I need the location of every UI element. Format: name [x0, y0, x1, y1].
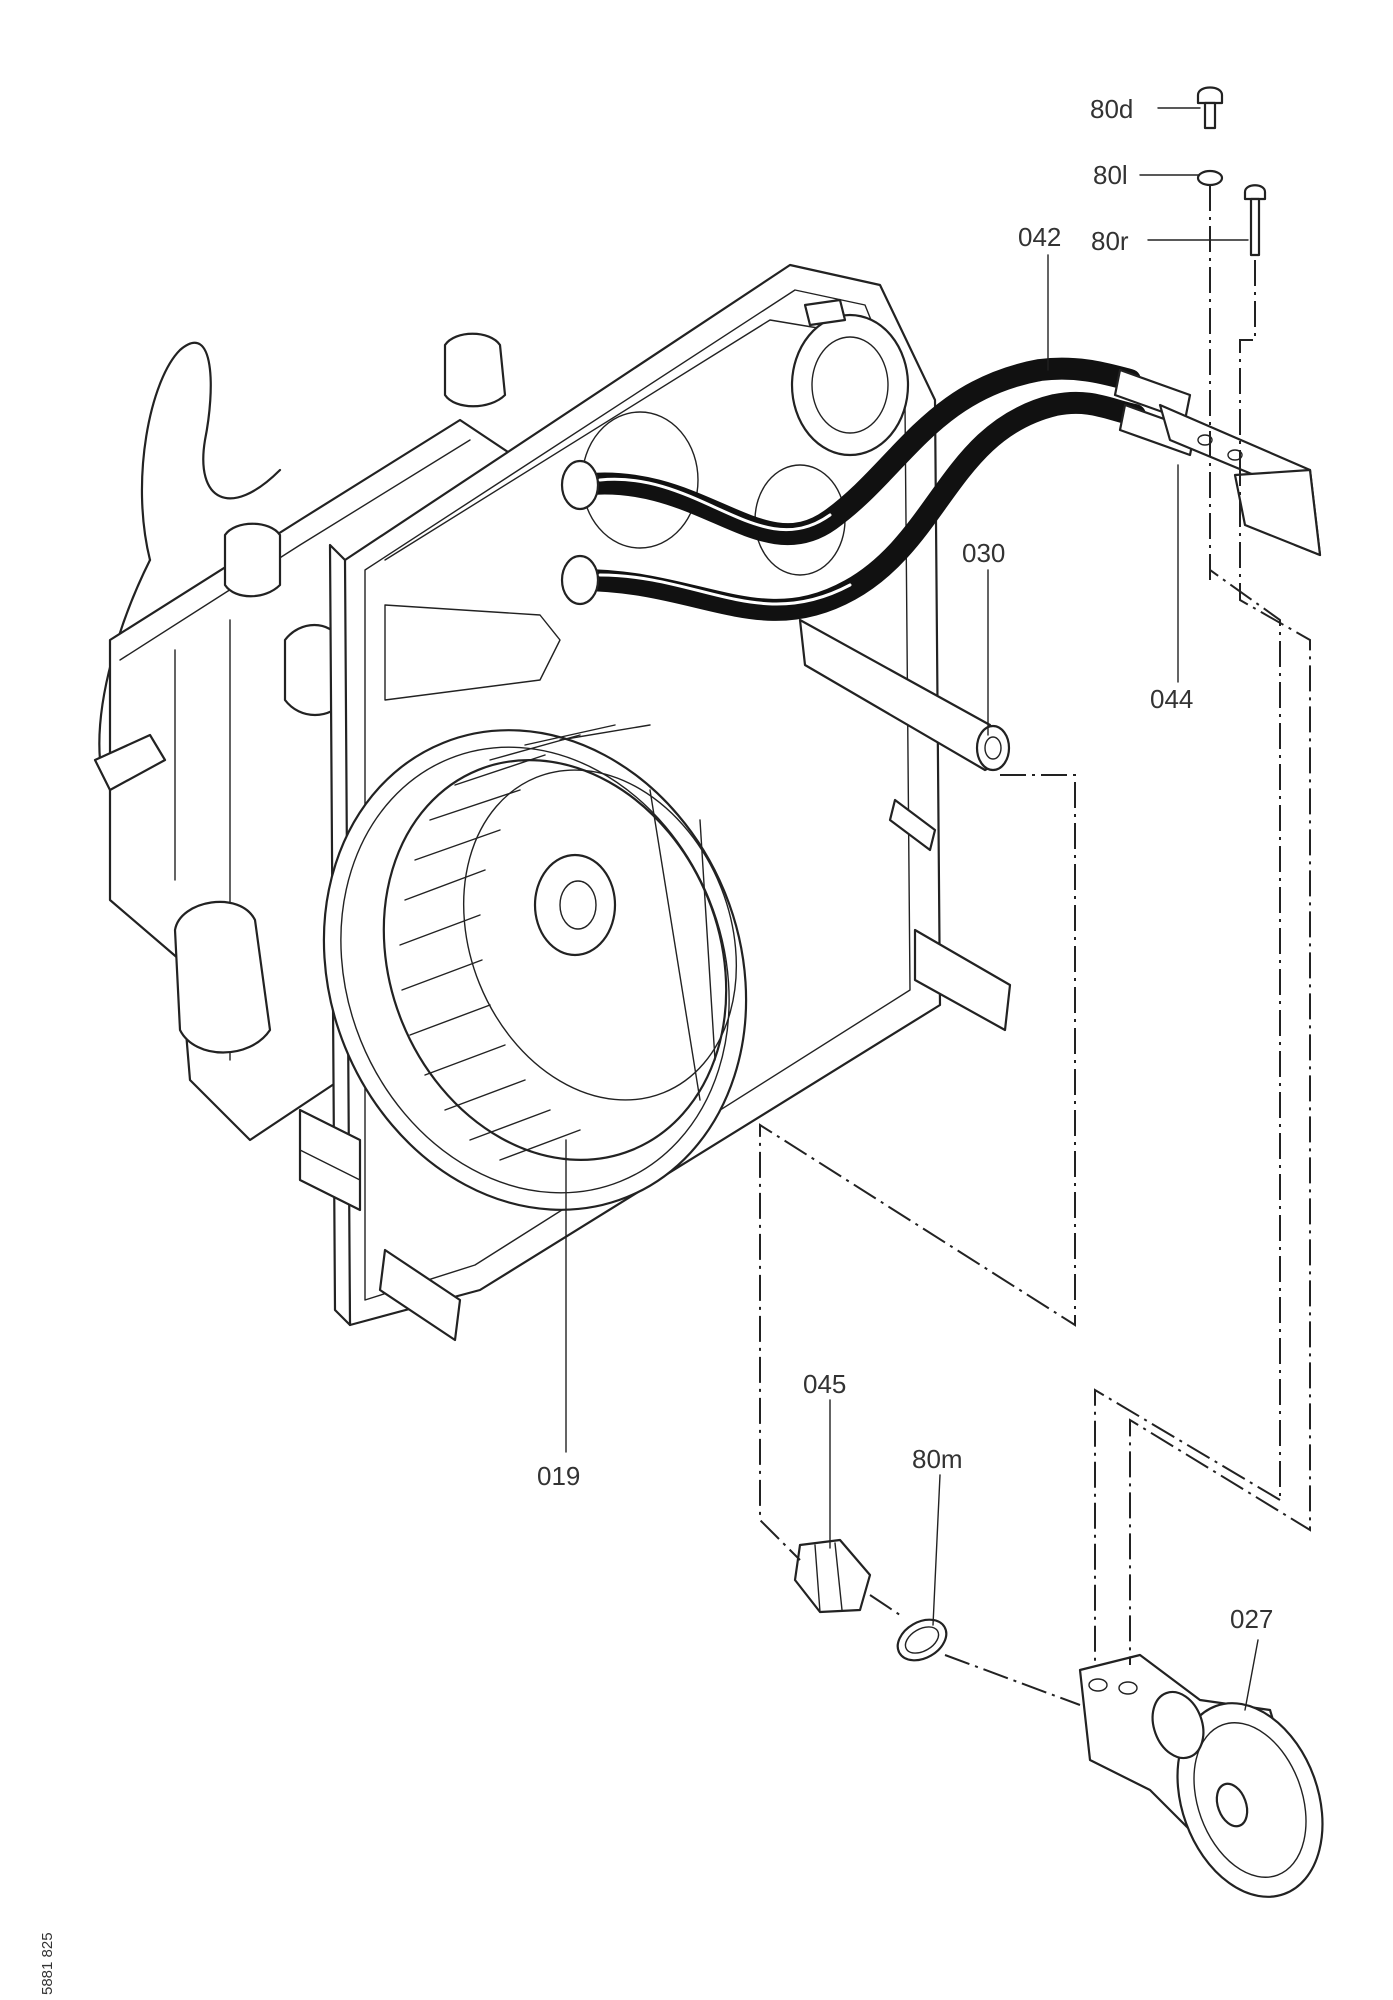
impeller-blades: [399, 724, 716, 1161]
reference-number: 5881 825: [39, 1932, 56, 1995]
part-label-045: 045: [803, 1369, 846, 1399]
screw-80d: [1196, 86, 1224, 130]
part-label-80d: 80d: [1090, 94, 1133, 124]
leader-lines: [565, 107, 1259, 1711]
part-label-019: 019: [537, 1461, 580, 1491]
part-label-027: 027: [1230, 1604, 1273, 1634]
o-ring: [896, 1618, 948, 1662]
burner-tube: [1078, 1653, 1324, 1898]
part-label-044: 044: [1150, 684, 1193, 714]
electrode-bracket: [1158, 403, 1322, 557]
part-label-80r: 80r: [1091, 226, 1129, 256]
screw-80r: [1243, 184, 1267, 257]
part-label-030: 030: [962, 538, 1005, 568]
part-label-042: 042: [1018, 222, 1061, 252]
part-label-80m: 80m: [912, 1444, 963, 1474]
electrode-cable-hoses: [560, 357, 1197, 621]
nozzle: [793, 1538, 872, 1614]
assembly-lines: [759, 185, 1311, 1706]
part-label-group: 80d 80l 80r 042 030 044 019 045 80m 027: [537, 94, 1273, 1634]
part-label-80l: 80l: [1093, 160, 1128, 190]
fan-housing-assembly: [93, 263, 1012, 1342]
washer-80l: [1196, 169, 1224, 187]
